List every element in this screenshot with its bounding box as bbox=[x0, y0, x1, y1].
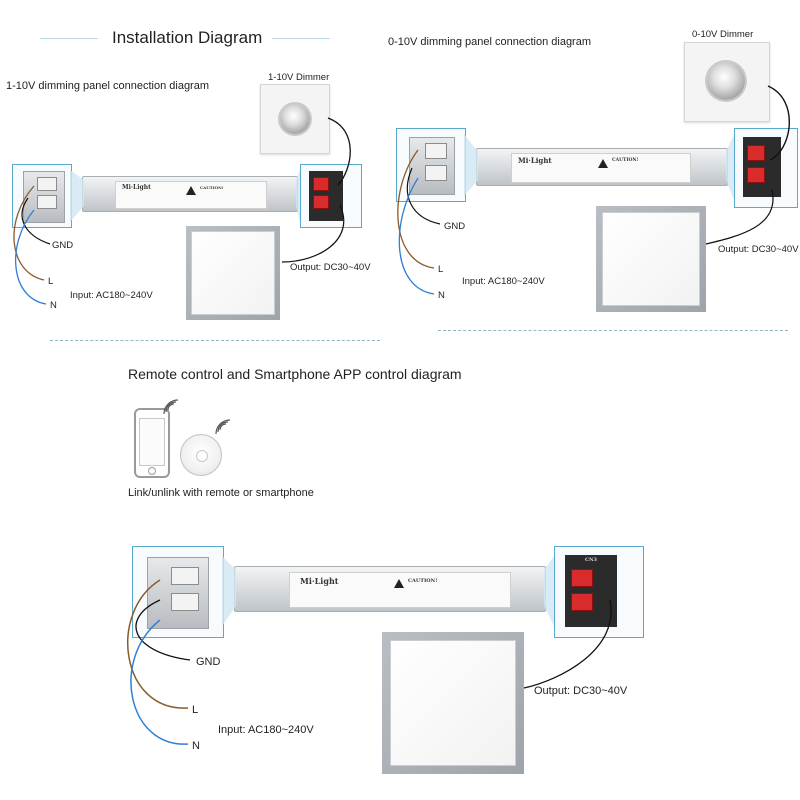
terminal-block bbox=[425, 143, 447, 159]
driver-caution: CAUTION! bbox=[612, 158, 639, 163]
dimmer-wire bbox=[767, 85, 790, 161]
output-wire bbox=[281, 204, 345, 263]
output-label: Output: DC30~40V bbox=[290, 262, 371, 273]
output-label: Output: DC30~40V bbox=[534, 685, 628, 697]
wireless-signal-icon bbox=[163, 399, 179, 415]
zoom-connector bbox=[726, 134, 734, 200]
dimmer-wire bbox=[327, 117, 351, 186]
dimmer-knob-icon bbox=[280, 104, 310, 134]
input-wire-l bbox=[127, 579, 189, 709]
output-wire bbox=[705, 189, 774, 245]
driver-brand: Mi·Light bbox=[518, 156, 552, 165]
output-terminal-zoom bbox=[300, 164, 362, 228]
terminal-red bbox=[313, 195, 329, 209]
gnd-label: GND bbox=[444, 221, 466, 232]
led-panel-icon bbox=[382, 632, 524, 774]
warning-icon bbox=[394, 579, 404, 588]
driver-label: Mi·Light CAUTION! bbox=[511, 153, 691, 183]
led-panel-icon bbox=[596, 206, 706, 312]
warning-icon bbox=[598, 159, 608, 168]
driver-label: Mi·Light CAUTION! bbox=[289, 572, 511, 608]
driver-unit: Mi·Light CAUTION! bbox=[234, 566, 546, 612]
input-wire-l bbox=[13, 185, 45, 281]
terminal-red bbox=[571, 593, 593, 611]
terminal-block bbox=[425, 165, 447, 181]
l-label: L bbox=[438, 264, 444, 275]
driver-unit: Mi·Light CAUTION! bbox=[82, 176, 298, 212]
zoom-connector bbox=[464, 134, 478, 196]
dimmer-knob-icon bbox=[707, 62, 745, 100]
terminal-block bbox=[171, 593, 199, 611]
driver-caution: CAUTION! bbox=[200, 185, 224, 190]
input-wire-n bbox=[398, 177, 435, 295]
smartphone-icon bbox=[134, 408, 170, 478]
zoom-connector bbox=[296, 170, 300, 222]
gnd-label: GND bbox=[196, 656, 221, 668]
dimmer-0-10v-icon bbox=[684, 42, 770, 122]
led-panel-face bbox=[390, 640, 516, 766]
driver-caution: CAUTION! bbox=[408, 578, 438, 584]
gnd-wire bbox=[406, 167, 441, 225]
input-label: Input: AC180~240V bbox=[70, 290, 153, 301]
terminal-block bbox=[37, 177, 57, 191]
terminal-red bbox=[747, 145, 765, 161]
output-wire bbox=[523, 599, 612, 689]
output-terminal-zoom: CN3 bbox=[554, 546, 644, 638]
input-label: Input: AC180~240V bbox=[462, 276, 545, 287]
l-label: L bbox=[48, 276, 54, 287]
n-label: N bbox=[192, 740, 200, 752]
driver-unit: Mi·Light CAUTION! bbox=[476, 148, 728, 186]
input-label: Input: AC180~240V bbox=[218, 724, 314, 736]
section-0-10v-subtitle: 0-10V dimming panel connection diagram bbox=[388, 36, 592, 48]
driver-brand: Mi·Light bbox=[122, 184, 151, 191]
dimmer-0-10v-label: 0-10V Dimmer bbox=[692, 29, 754, 40]
led-panel-icon bbox=[186, 226, 280, 320]
led-panel-face bbox=[191, 231, 275, 315]
section-remote-subtitle: Remote control and Smartphone APP contro… bbox=[128, 366, 462, 382]
gnd-wire bbox=[135, 599, 191, 661]
remote-button bbox=[196, 450, 208, 462]
terminal-block bbox=[171, 567, 199, 585]
page-title: Installation Diagram bbox=[112, 28, 263, 47]
zoom-connector bbox=[544, 556, 554, 626]
driver-label: Mi·Light CAUTION! bbox=[115, 181, 267, 209]
remote-icon bbox=[180, 434, 222, 476]
gnd-label: GND bbox=[52, 240, 74, 251]
zoom-connector bbox=[222, 556, 236, 626]
input-wire-n bbox=[130, 619, 189, 745]
terminal-housing: CN3 bbox=[565, 555, 617, 627]
output-terminal-zoom bbox=[734, 128, 798, 208]
dimmer-1-10v-icon bbox=[260, 84, 330, 154]
input-terminal-zoom bbox=[132, 546, 224, 638]
gnd-wire bbox=[21, 197, 51, 245]
dimmer-1-10v-label: 1-10V Dimmer bbox=[268, 72, 330, 83]
section-divider bbox=[50, 340, 380, 341]
l-label: L bbox=[192, 704, 199, 716]
led-panel-face bbox=[602, 212, 700, 306]
n-label: N bbox=[438, 290, 445, 301]
zoom-connectors bbox=[70, 134, 734, 626]
terminal-red bbox=[571, 569, 593, 587]
header-rule-right bbox=[272, 38, 330, 39]
terminal-red bbox=[313, 177, 329, 191]
driver-brand: Mi·Light bbox=[300, 576, 339, 586]
link-caption: Link/unlink with remote or smartphone bbox=[128, 487, 314, 499]
wireless-signal-icon bbox=[215, 419, 231, 435]
terminal-block bbox=[37, 195, 57, 209]
input-wire-n bbox=[15, 209, 47, 305]
terminal-red bbox=[747, 167, 765, 183]
section-1-10v-subtitle: 1-10V dimming panel connection diagram bbox=[6, 80, 210, 92]
phone-home-button bbox=[148, 467, 156, 475]
phone-screen bbox=[139, 418, 165, 466]
n-label: N bbox=[50, 300, 57, 311]
section-divider bbox=[438, 330, 788, 331]
warning-icon bbox=[186, 186, 196, 195]
output-label: Output: DC30~40V bbox=[718, 244, 799, 255]
zoom-connector bbox=[70, 170, 84, 222]
header-rule-left bbox=[40, 38, 98, 39]
input-wire-l bbox=[397, 149, 435, 269]
terminal-label: CN3 bbox=[585, 557, 598, 563]
